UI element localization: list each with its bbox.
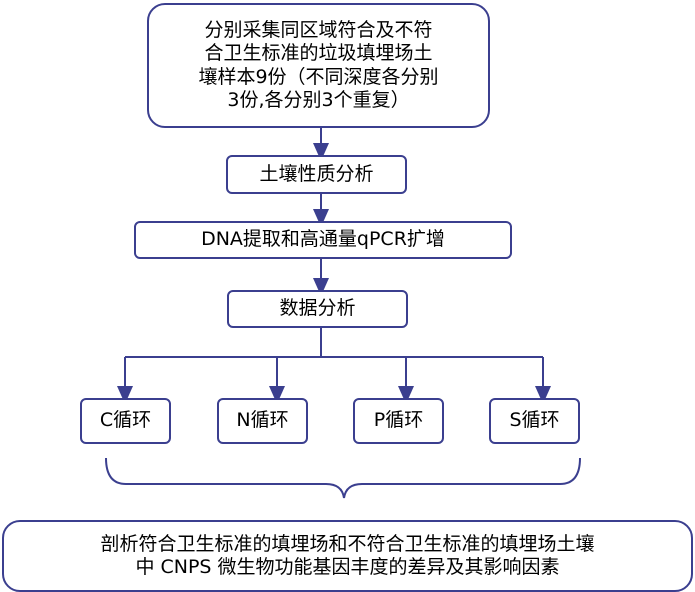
p-cycle-box: P循环: [353, 398, 444, 444]
data-analysis-text: 数据分析: [279, 297, 356, 320]
c-cycle-box: C循环: [80, 398, 171, 444]
n-cycle-box: N循环: [217, 398, 308, 444]
conclusion-box: 剖析符合卫生标准的填埋场和不符合卫生标准的填埋场土壤 中 CNPS 微生物功能基…: [2, 520, 693, 592]
data-analysis-box: 数据分析: [227, 290, 408, 328]
p-cycle-text: P循环: [373, 409, 424, 432]
soil-analysis-text: 土壤性质分析: [259, 162, 374, 185]
sampling-text: 分别采集同区域符合及不符 合卫生标准的垃圾填埋场土 壤样本9份（不同深度各分别 …: [198, 19, 439, 111]
sampling-box: 分别采集同区域符合及不符 合卫生标准的垃圾填埋场土 壤样本9份（不同深度各分别 …: [147, 3, 490, 128]
s-cycle-text: S循环: [509, 409, 560, 432]
dna-extraction-box: DNA提取和高通量qPCR扩增: [134, 221, 512, 259]
dna-extraction-text: DNA提取和高通量qPCR扩增: [201, 228, 445, 251]
c-cycle-text: C循环: [99, 409, 152, 432]
soil-analysis-box: 土壤性质分析: [226, 155, 407, 194]
s-cycle-box: S循环: [489, 398, 580, 444]
conclusion-text: 剖析符合卫生标准的填埋场和不符合卫生标准的填埋场土壤 中 CNPS 微生物功能基…: [100, 532, 595, 578]
n-cycle-text: N循环: [236, 409, 289, 432]
grouping-brace: [105, 457, 581, 499]
